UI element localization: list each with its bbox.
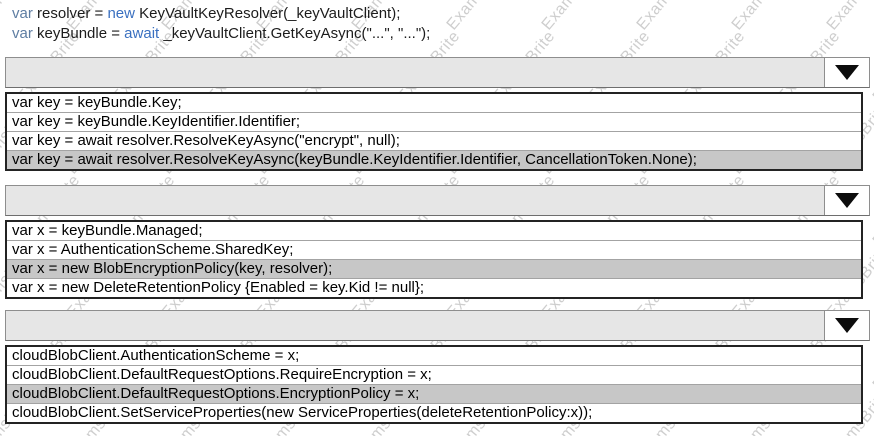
watermark-text: ExamsBrite [444,0,514,34]
dropdown-arrow-button[interactable] [824,186,869,215]
watermark-text: ExamsBrite [634,0,704,34]
code-token: var [12,25,38,42]
watermark-text: ExamsBrite [539,0,609,34]
watermark-text: ExamsBrite [824,0,874,34]
code-token: new [107,5,140,22]
watermark-text: ExamsBrite [869,27,874,106]
code-token: resolver = [37,5,108,22]
dropdown-arrow-button[interactable] [824,58,869,87]
dropdown-option-list: var key = keyBundle.Key;var key = keyBun… [5,92,863,171]
dropdown-option-list: cloudBlobClient.AuthenticationScheme = x… [5,345,863,424]
dropdown-option[interactable]: cloudBlobClient.SetServiceProperties(new… [7,403,861,422]
dropdown-header-x-assignment[interactable] [5,185,870,216]
code-snippet: var resolver = new KeyVaultKeyResolver(_… [12,4,430,44]
dropdown-option-list: var x = keyBundle.Managed;var x = Authen… [5,220,863,299]
code-line: var keyBundle = await _keyVaultClient.Ge… [12,24,430,44]
dropdown-option[interactable]: var key = await resolver.ResolveKeyAsync… [7,131,861,150]
dropdown-arrow-button[interactable] [824,311,869,340]
dropdown-group-client-configuration: cloudBlobClient.AuthenticationScheme = x… [5,310,870,424]
code-token: _keyVaultClient.GetKeyAsync("...", "..."… [163,25,431,42]
chevron-down-icon [835,318,859,333]
dropdown-option[interactable]: var x = AuthenticationScheme.SharedKey; [7,240,861,259]
dropdown-option[interactable]: var x = new DeleteRetentionPolicy {Enabl… [7,278,861,297]
dropdown-option[interactable]: var x = keyBundle.Managed; [12,222,203,239]
code-token: KeyVaultKeyResolver(_keyVaultClient); [139,5,401,22]
dropdown-header-client-configuration[interactable] [5,310,870,341]
dropdown-group-key-assignment: var key = keyBundle.Key;var key = keyBun… [5,57,870,171]
dropdown-option-selected[interactable]: var x = new BlobEncryptionPolicy(key, re… [7,259,861,278]
code-token: var [12,5,38,22]
dropdown-group-x-assignment: var x = keyBundle.Managed;var x = Authen… [5,185,870,299]
dropdown-option-selected[interactable]: var key = await resolver.ResolveKeyAsync… [7,150,861,169]
code-token: keyBundle = [37,25,125,42]
dropdown-option[interactable]: cloudBlobClient.AuthenticationScheme = x… [12,347,300,364]
code-token: await [124,25,164,42]
code-line: var resolver = new KeyVaultKeyResolver(_… [12,4,430,24]
dropdown-option-selected[interactable]: cloudBlobClient.DefaultRequestOptions.En… [7,384,861,403]
dropdown-option[interactable]: var key = keyBundle.KeyIdentifier.Identi… [7,112,861,131]
dropdown-option[interactable]: cloudBlobClient.DefaultRequestOptions.Re… [7,365,861,384]
chevron-down-icon [835,193,859,208]
dropdown-header-key-assignment[interactable] [5,57,870,88]
watermark-text: ExamsBrite [869,315,874,394]
dropdown-option[interactable]: var key = keyBundle.Key; [12,94,182,111]
watermark-text: ExamsBrite [729,0,799,34]
watermark-text: ExamsBrite [869,171,874,250]
chevron-down-icon [835,65,859,80]
